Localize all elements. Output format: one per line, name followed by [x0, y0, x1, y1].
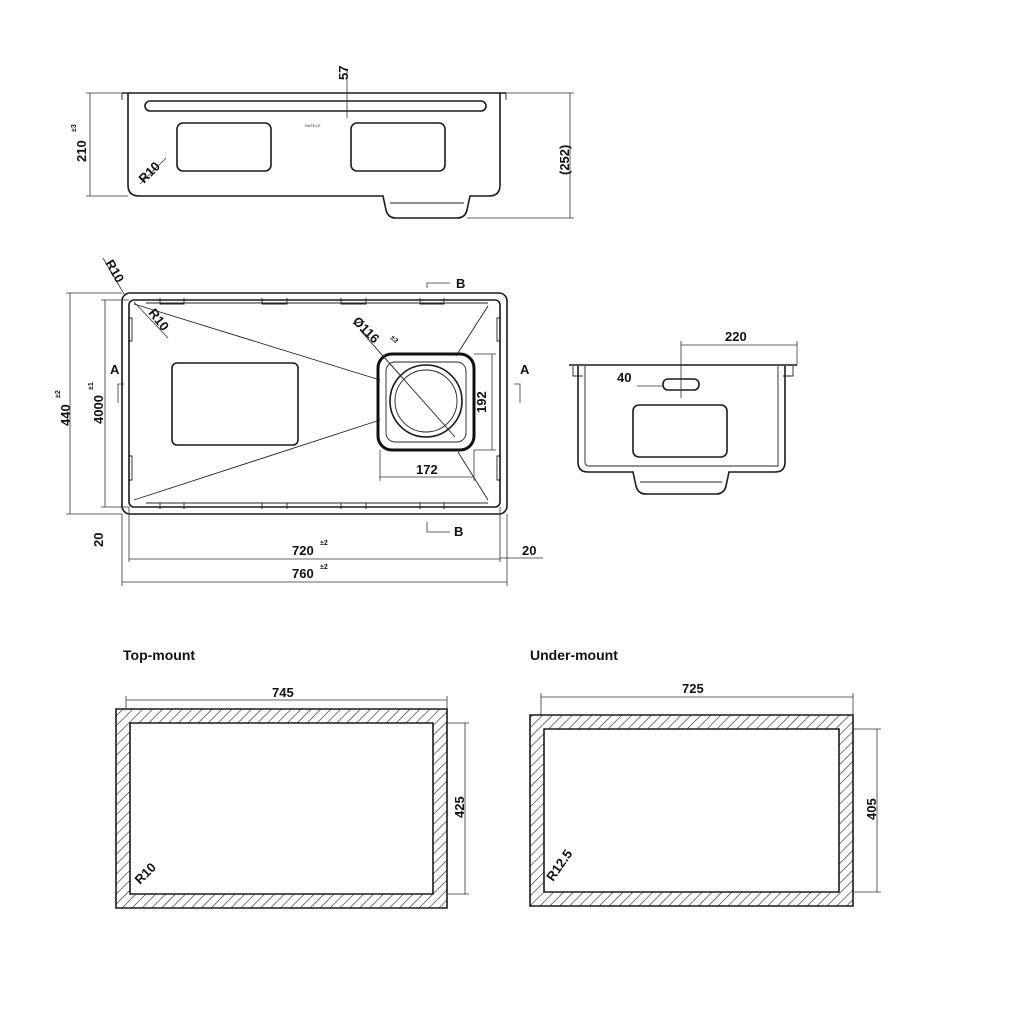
section-b-bottom-marker	[426, 522, 450, 533]
section-a-left-marker	[117, 383, 124, 403]
drain-outer	[376, 352, 476, 452]
dim-210-label: 210	[74, 140, 89, 162]
drain-dia-label: Ø116	[350, 314, 383, 347]
dim-720-label: 720	[292, 543, 314, 558]
plan-inner-bowl	[128, 299, 501, 508]
front-radius-label: R10	[136, 159, 163, 186]
top-mount-cutout: Top-mount 745 425 R10	[115, 647, 469, 909]
top-mount-radius-label: R10	[132, 860, 159, 887]
front-view: HAFELE 57 210 ±3 (252) R10	[71, 66, 574, 219]
section-window	[632, 404, 728, 458]
plan-radius-outer-leader	[102, 257, 125, 295]
section-a-right-label: A	[520, 362, 530, 377]
plan-window	[171, 362, 299, 446]
dim-405-label: 405	[864, 798, 879, 820]
dim-4000-label: 4000	[91, 395, 106, 424]
plan-clips-left	[128, 317, 133, 481]
dim-760-label: 760	[292, 566, 314, 581]
drain-circle-inner	[394, 369, 458, 433]
front-view-brand: HAFELE	[305, 123, 321, 128]
front-view-body	[127, 93, 501, 219]
plan-view: Ø116 ±3 R10 R10 B B A A 440 ±2 4000 ±1	[55, 257, 543, 586]
dim-220-label: 220	[725, 329, 747, 344]
section-b-top-marker	[426, 282, 450, 288]
dim-40-label: 40	[617, 370, 631, 385]
drain-dia-tolerance: ±3	[389, 334, 399, 344]
dim-725-label: 725	[682, 681, 704, 696]
plan-radius-inner-label: R10	[146, 306, 173, 334]
section-b-top-label: B	[456, 276, 465, 291]
dim-192-label: 192	[474, 391, 489, 413]
dim-172-label: 172	[416, 462, 438, 477]
drain-circle-outer	[389, 364, 463, 438]
section-b-bottom-label: B	[454, 524, 463, 539]
front-radius-leader	[139, 157, 167, 185]
dim-252-label: (252)	[557, 145, 572, 175]
plan-radius-inner-leader	[133, 301, 169, 339]
section-body	[577, 366, 786, 495]
section-a-left-label: A	[110, 362, 120, 377]
drain-dia-leader	[359, 329, 456, 438]
under-mount-cutout: Under-mount 725 405 R12.5	[529, 647, 881, 907]
under-mount-title: Under-mount	[530, 647, 618, 663]
dim-440-tolerance: ±2	[55, 390, 62, 398]
dim-760-tolerance: ±2	[320, 564, 328, 571]
plan-radius-outer-label: R10	[102, 257, 127, 285]
top-mount-title: Top-mount	[123, 647, 195, 663]
plan-slope-lines	[133, 303, 489, 501]
dim-440-label: 440	[58, 404, 73, 426]
dim-20-left-label: 20	[91, 533, 106, 547]
plan-clips-top	[159, 298, 445, 305]
dim-720-tolerance: ±2	[320, 540, 328, 547]
front-view-window-right	[350, 122, 446, 172]
dim-425-label: 425	[452, 796, 467, 818]
section-clips	[572, 366, 794, 377]
top-mount-hatched-frame	[115, 708, 448, 909]
front-view-ledge	[144, 100, 487, 112]
dim-745-label: 745	[272, 685, 294, 700]
dim-210-tolerance: ±3	[71, 124, 78, 132]
under-mount-hatched-frame	[529, 714, 854, 907]
drain-inner	[385, 361, 467, 443]
dim-57-label: 57	[336, 66, 351, 80]
section-view: 220 40	[569, 329, 798, 495]
under-mount-radius-label: R12.5	[543, 847, 575, 884]
plan-outer-rim	[121, 292, 508, 515]
front-view-window-left	[176, 122, 272, 172]
plan-clips-right	[496, 317, 501, 481]
section-inner-wall	[584, 366, 779, 467]
plan-clips-bottom	[159, 502, 445, 509]
section-a-right-marker	[514, 383, 521, 403]
dim-20-right-label: 20	[522, 543, 536, 558]
dim-4000-tolerance: ±1	[88, 382, 95, 390]
